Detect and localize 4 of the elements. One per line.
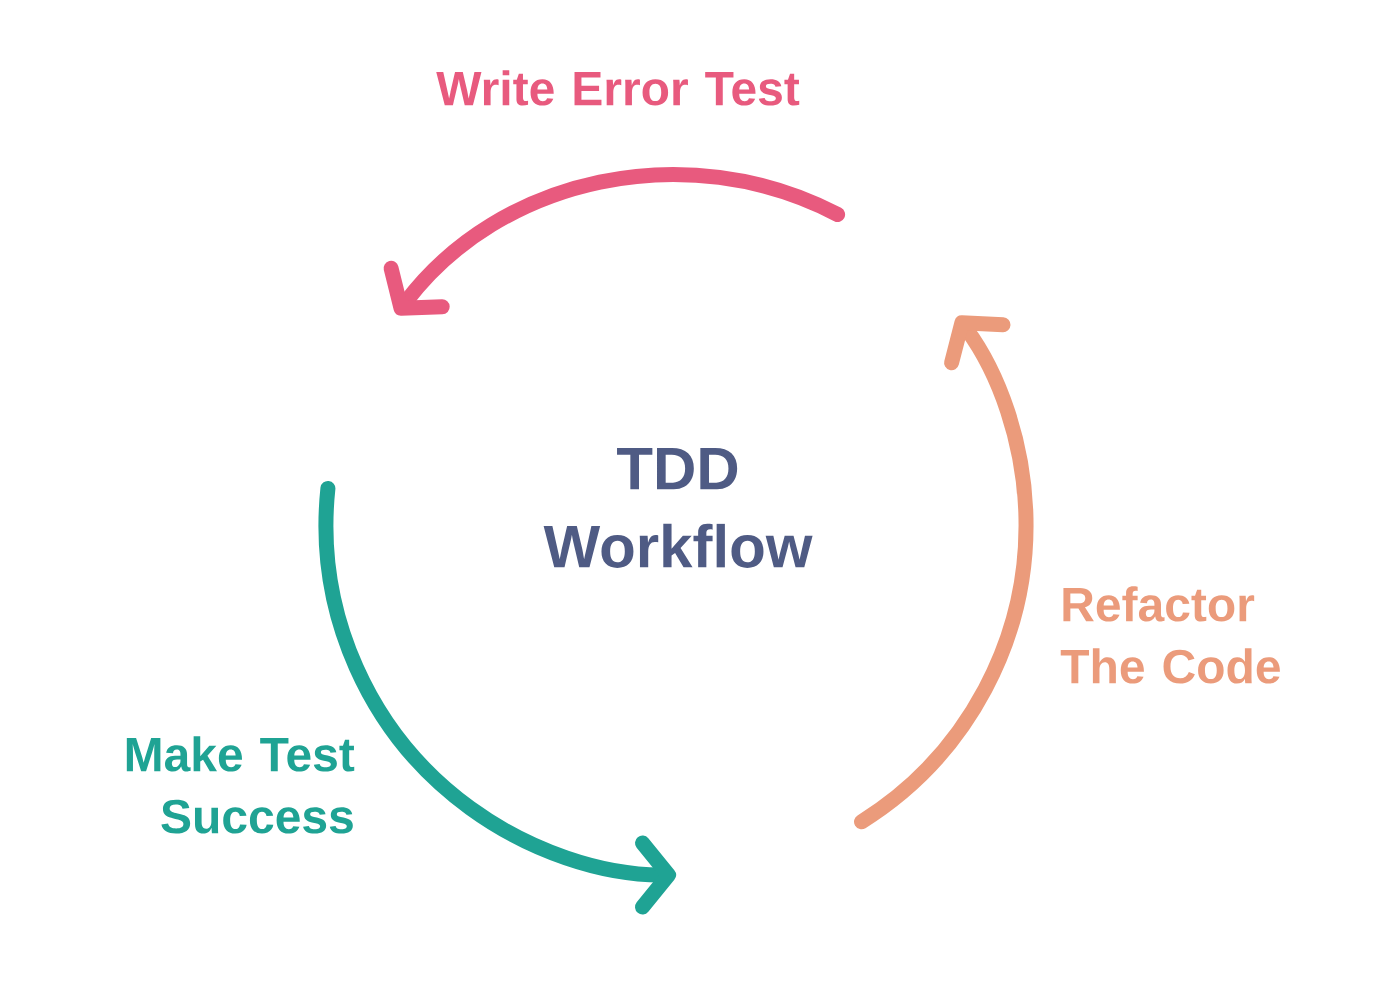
- title: TDD Workflow: [543, 448, 813, 568]
- step-label: Write Error Test: [436, 70, 800, 106]
- step-label: Refactor The Code: [1060, 586, 1280, 684]
- step-label: Make Test Success: [126, 736, 355, 834]
